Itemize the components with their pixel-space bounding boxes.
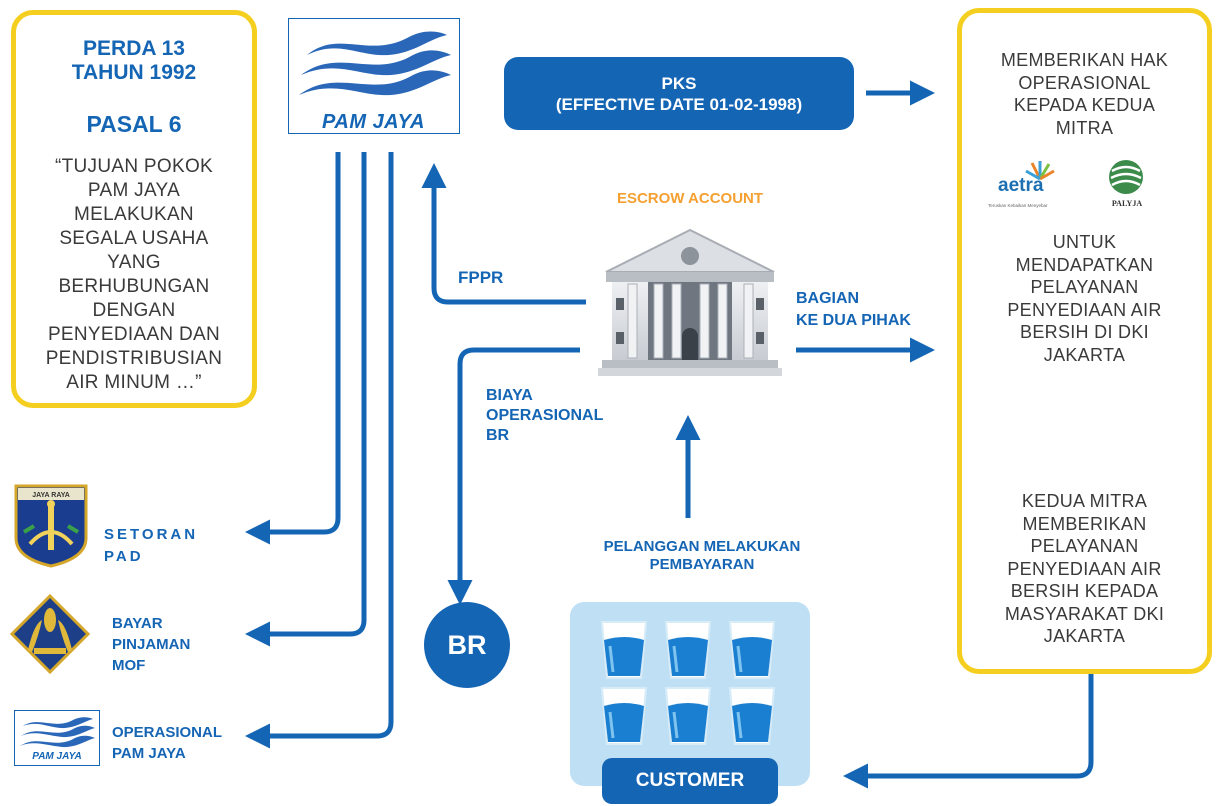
br-circle: BR — [424, 602, 510, 688]
aetra-flower-icon — [1025, 161, 1055, 181]
palyja-globe-icon — [1109, 160, 1143, 194]
right-text-3: KEDUA MITRA MEMBERIKAN PELAYANAN PENYEDI… — [1004, 491, 1165, 646]
water-glass — [600, 687, 648, 745]
aetra-text: aetra — [998, 175, 1044, 196]
perda-box: PERDA 13 TAHUN 1992 PASAL 6 “TUJUAN POKO… — [11, 10, 257, 408]
palyja-text: PALYJA — [1111, 199, 1143, 208]
perda-quote: “TUJUAN POKOK PAM JAYA MELAKUKAN SEGALA … — [45, 156, 223, 393]
biaya-label: BIAYA OPERASIONAL BR — [486, 387, 604, 444]
aetra-logo: aetra Teruskan Kebaikan Menyebar — [984, 159, 1074, 217]
customer-label: CUSTOMER — [635, 770, 745, 791]
arrow-fppr — [421, 163, 586, 305]
bank-building-icon — [598, 228, 782, 376]
escrow-label: ESCROW ACCOUNT — [616, 190, 764, 207]
right-text-2: UNTUK MENDAPATKAN PELAYANAN PENYEDIAAN A… — [1007, 232, 1162, 365]
pam-jaya-small-logo: PAM JAYA — [14, 710, 100, 766]
palyja-logo: PALYJA — [1102, 159, 1152, 217]
pam-jaya-wave-icon — [299, 31, 451, 96]
water-glass — [728, 687, 776, 745]
customer-box — [570, 602, 810, 786]
arrow-to-setoran — [245, 152, 341, 545]
pam-jaya-logo: PAM JAYA — [288, 18, 460, 134]
operasional-label: OPERASIONAL PAM JAYA — [112, 724, 223, 762]
pam-jaya-logo-text: PAM JAYA — [322, 111, 425, 133]
arrow-to-customer — [843, 672, 1094, 789]
perda-title: PERDA 13 TAHUN 1992 — [71, 37, 197, 84]
pelanggan-label: PELANGGAN MELAKUKAN PEMBAYARAN — [603, 538, 801, 573]
water-glass — [728, 621, 776, 679]
right-panel: MEMBERIKAN HAK OPERASIONAL KEPADA KEDUA … — [957, 8, 1212, 674]
customer-label-box: CUSTOMER — [602, 758, 778, 804]
mof-emblem-icon — [9, 594, 91, 674]
water-glass — [664, 621, 712, 679]
water-glass — [664, 687, 712, 745]
jakarta-crest-icon: JAYA RAYA — [14, 484, 88, 568]
pam-jaya-small-wave-icon — [20, 717, 95, 748]
fppr-label: FPPR — [458, 268, 504, 287]
perda-pasal: PASAL 6 — [86, 111, 182, 137]
crest-text: JAYA RAYA — [32, 492, 70, 499]
right-text-1: MEMBERIKAN HAK OPERASIONAL KEPADA KEDUA … — [1000, 50, 1169, 138]
water-glass — [600, 621, 648, 679]
water-glasses-icon — [600, 621, 776, 745]
bayar-label: BAYAR PINJAMAN MOF — [112, 615, 191, 674]
pks-box: PKS (EFFECTIVE DATE 01-02-1998) — [504, 57, 854, 130]
pks-title: PKS — [661, 74, 697, 93]
pam-jaya-small-text: PAM JAYA — [32, 751, 82, 762]
arrow-to-bayar — [245, 152, 367, 647]
aetra-tagline: Teruskan Kebaikan Menyebar — [988, 203, 1048, 208]
pks-date: (EFFECTIVE DATE 01-02-1998) — [555, 95, 803, 114]
bagian-label: BAGIAN KE DUA PIHAK — [796, 290, 911, 329]
arrow-to-operasional — [245, 152, 394, 749]
arrow-biaya-br — [447, 347, 580, 605]
br-label: BR — [447, 630, 487, 660]
setoran-label: SETORAN PAD — [104, 526, 199, 565]
